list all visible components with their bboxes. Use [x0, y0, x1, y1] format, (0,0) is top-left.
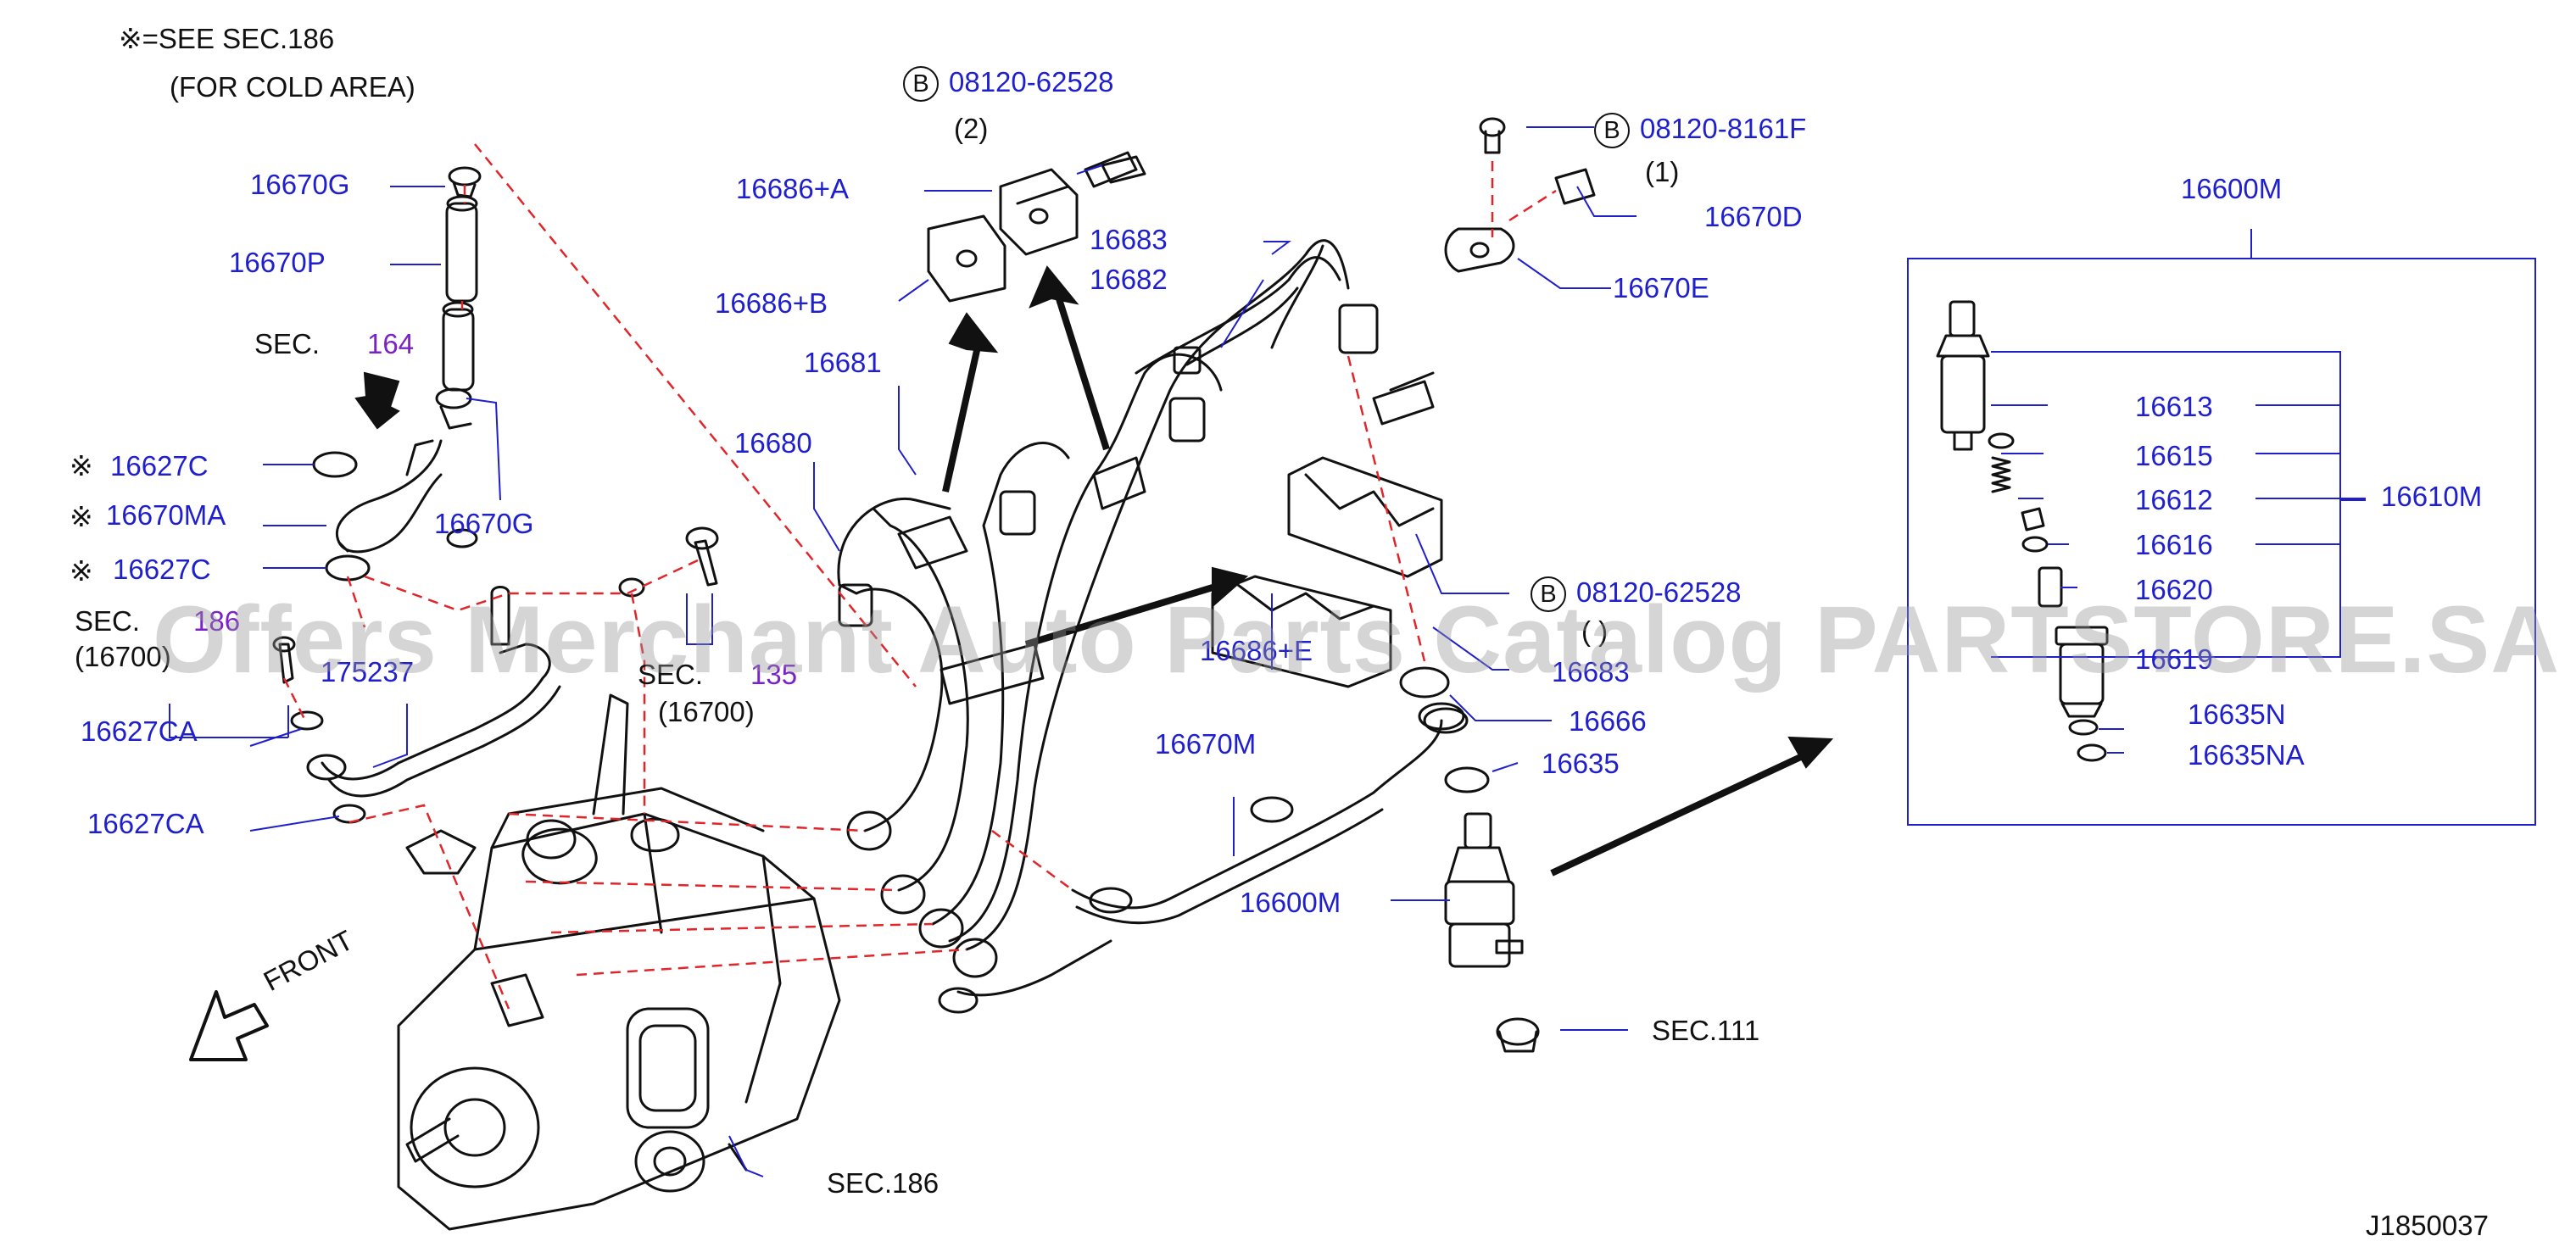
front-arrow-shape: [189, 990, 269, 1061]
watermark: Offers Merchant Auto Parts Catalog PARTS…: [153, 587, 2561, 693]
part-16670MA[interactable]: 16670MA: [106, 499, 226, 531]
part-16680[interactable]: 16680: [734, 427, 812, 459]
bolt-ref-2-part[interactable]: 08120-8161F: [1640, 113, 1807, 144]
note-line-1: ※=SEE SEC.186: [119, 23, 335, 54]
cold-mark-2: ※: [70, 501, 93, 532]
tube-nuts: [838, 303, 1379, 978]
part-16635N[interactable]: 16635N: [2188, 699, 2286, 730]
bolt-ref-2-letter: B: [1594, 113, 1630, 148]
part-16619[interactable]: 16619: [2135, 643, 2213, 675]
part-16670D[interactable]: 16670D: [1704, 201, 1803, 232]
bolt-ref-1-qty: (2): [954, 113, 989, 144]
part-16627C-b[interactable]: 16627C: [113, 554, 211, 585]
bolt-ref-3-letter: B: [1531, 576, 1566, 612]
part-16666[interactable]: 16666: [1569, 705, 1647, 737]
bolt-ref-2-qty: (1): [1645, 156, 1680, 187]
part-175237[interactable]: 175237: [321, 656, 415, 687]
part-16670G-bot[interactable]: 16670G: [434, 508, 534, 539]
diagram-id: J1850037: [2366, 1210, 2489, 1241]
return-pipe: [938, 702, 1465, 1014]
bolt-ref-3-qty: ( ): [1581, 615, 1609, 647]
nozzle-exploded: [1936, 300, 2109, 762]
box-title-16600M[interactable]: 16600M: [2181, 173, 2283, 204]
sec-label: SEC.: [254, 328, 321, 359]
bolt-ref-1-part[interactable]: 08120-62528: [949, 66, 1114, 97]
sec-135-link[interactable]: 135: [750, 659, 798, 690]
reference-arrows: [354, 265, 1834, 877]
part-16681[interactable]: 16681: [804, 347, 882, 378]
tube-clamps: [897, 456, 1146, 705]
sec-186: SEC.186: [827, 1167, 940, 1199]
part-16670E[interactable]: 16670E: [1613, 272, 1709, 303]
part-16686B[interactable]: 16686+B: [715, 287, 828, 319]
leader-lines: [169, 126, 2366, 1177]
part-16670M[interactable]: 16670M: [1155, 728, 1257, 760]
part-16610M[interactable]: 16610M: [2381, 481, 2483, 512]
sec-16700-b: (16700): [658, 696, 755, 727]
pipe-16670: [1444, 168, 1596, 273]
part-16615[interactable]: 16615: [2135, 440, 2213, 471]
part-16612[interactable]: 16612: [2135, 484, 2213, 515]
part-16616[interactable]: 16616: [2135, 529, 2213, 560]
injection-tubes: [837, 239, 1350, 951]
sec-16700-prefix: SEC.: [638, 659, 704, 690]
leak-off-pipe: [290, 586, 561, 824]
part-16683-b[interactable]: 16683: [1552, 656, 1630, 687]
cold-mark-1: ※: [70, 450, 93, 481]
sec-186-prefix: SEC.: [75, 605, 141, 637]
part-16686E[interactable]: 16686+E: [1200, 635, 1313, 666]
note-line-2: (FOR COLD AREA): [170, 71, 415, 103]
part-16682[interactable]: 16682: [1090, 264, 1168, 295]
part-16627CA-a[interactable]: 16627CA: [81, 715, 198, 747]
part-16686A[interactable]: 16686+A: [736, 173, 850, 204]
part-16683[interactable]: 16683: [1090, 224, 1168, 255]
bolt-ref-3[interactable]: B 08120-62528: [1531, 576, 1742, 612]
dashed-guides: [282, 143, 1557, 1010]
sec-111: SEC.111: [1652, 1015, 1760, 1046]
small-bolts: [272, 117, 1506, 684]
sec-16700-a: (16700): [75, 641, 171, 672]
part-16627CA-b[interactable]: 16627CA: [87, 808, 204, 839]
part-16627C-a[interactable]: 16627C: [110, 450, 209, 481]
part-16620[interactable]: 16620: [2135, 574, 2213, 605]
bolt-ref-3-part[interactable]: 08120-62528: [1576, 576, 1742, 608]
sec-164-link[interactable]: 164: [367, 328, 415, 359]
part-16635[interactable]: 16635: [1542, 748, 1620, 779]
bolt-ref-1[interactable]: B 08120-62528: [903, 66, 1114, 102]
bolt-ref-2[interactable]: B 08120-8161F: [1594, 113, 1806, 148]
sec-186-link[interactable]: 186: [193, 605, 241, 637]
bolt-ref-1-letter: B: [903, 66, 939, 102]
injection-pump: [397, 693, 841, 1231]
nozzle-detail-box: [1907, 258, 2536, 826]
part-16600M-a[interactable]: 16600M: [1240, 887, 1341, 918]
cold-mark-3: ※: [70, 555, 93, 587]
part-16670G-top[interactable]: 16670G: [250, 169, 350, 200]
part-16670P[interactable]: 16670P: [229, 247, 326, 278]
injection-nozzle: [1399, 666, 1540, 1053]
part-16613[interactable]: 16613: [2135, 391, 2213, 422]
clamp-blocks: [927, 155, 1443, 688]
part-16635NA[interactable]: 16635NA: [2188, 739, 2305, 771]
